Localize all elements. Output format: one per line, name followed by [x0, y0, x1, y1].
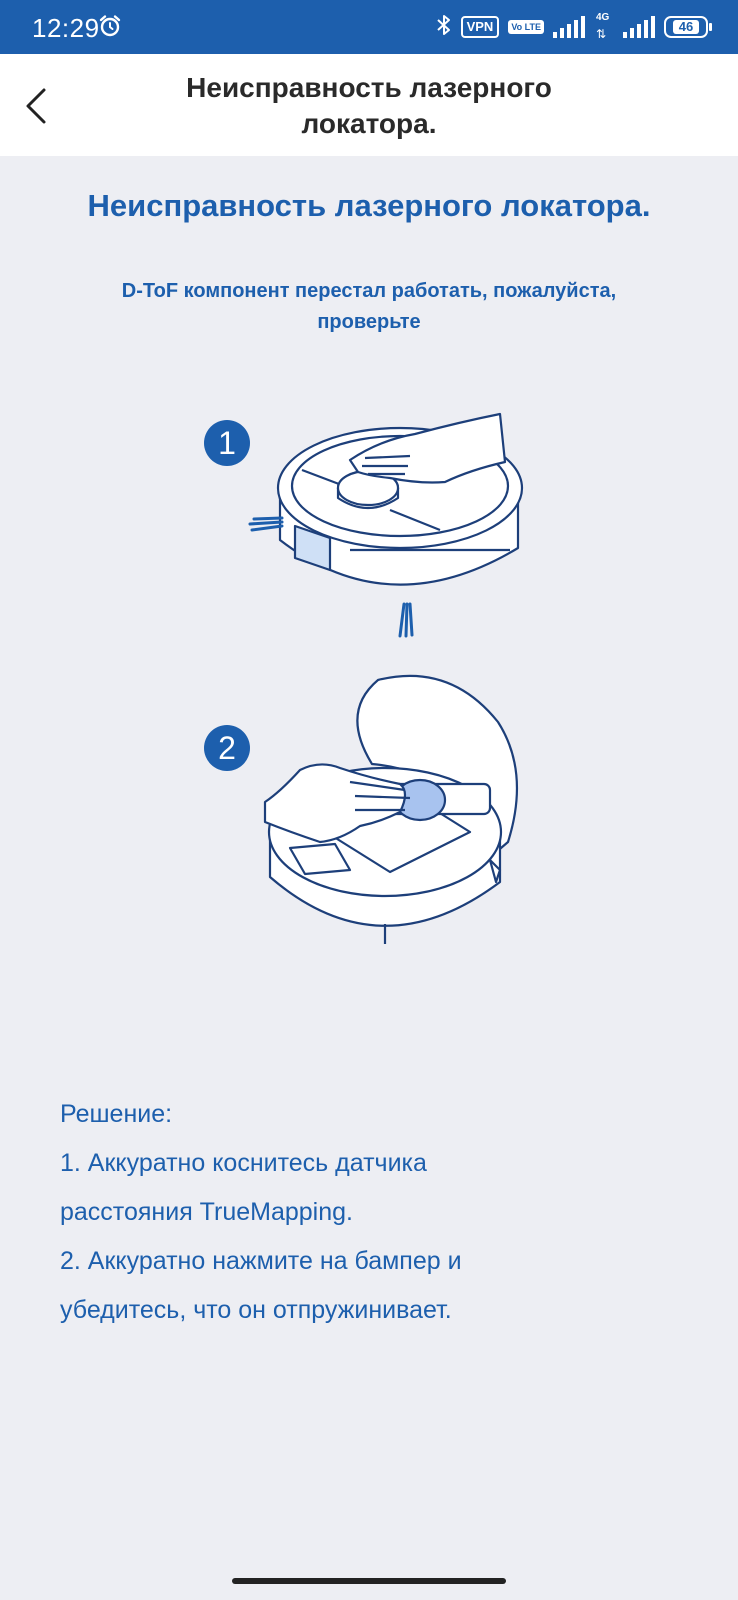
step-1-badge: 1	[204, 420, 250, 466]
signal-strength-icon-2	[623, 16, 655, 38]
page-title: Неисправность лазерного локатора.	[186, 72, 552, 139]
volte-badge: Vo LTE	[508, 20, 544, 34]
home-indicator[interactable]	[232, 1578, 506, 1584]
back-button[interactable]	[18, 84, 62, 128]
solution-step-1: 1. Аккуратно коснитесь датчика расстояни…	[60, 1149, 427, 1226]
network-type-indicator: 4G ⇅	[594, 12, 614, 41]
solution-step-2: 2. Аккуратно нажмите на бампер и убедите…	[60, 1247, 462, 1324]
error-description: D-ToF компонент перестал работать, пожал…	[121, 280, 617, 333]
network-type-label: 4G	[596, 12, 610, 23]
step-2-illustration	[263, 674, 519, 944]
step-1-illustration	[248, 412, 524, 638]
signal-strength-icon	[553, 16, 585, 38]
solution-heading: Решение:	[60, 1100, 173, 1128]
status-time: 12:29	[32, 13, 100, 43]
vpn-badge: VPN	[460, 16, 500, 38]
error-title: Неисправность лазерного локатора.	[87, 188, 651, 223]
solution-block: Решение: 1. Аккуратно коснитесь датчика …	[60, 1090, 700, 1335]
volte-label: Vo LTE	[511, 22, 541, 32]
battery-level: 46	[672, 20, 700, 34]
battery-icon: 46	[664, 16, 712, 38]
alarm-clock-icon	[98, 14, 122, 43]
data-arrows-icon: ⇅	[596, 27, 607, 41]
step-2-badge: 2	[204, 725, 250, 771]
chevron-left-icon	[26, 88, 46, 124]
bluetooth-icon	[436, 13, 452, 42]
status-bar: 12:29 VPN Vo LTE 4G ⇅ 46	[0, 0, 738, 54]
app-header: Неисправность лазерного локатора.	[0, 54, 738, 156]
